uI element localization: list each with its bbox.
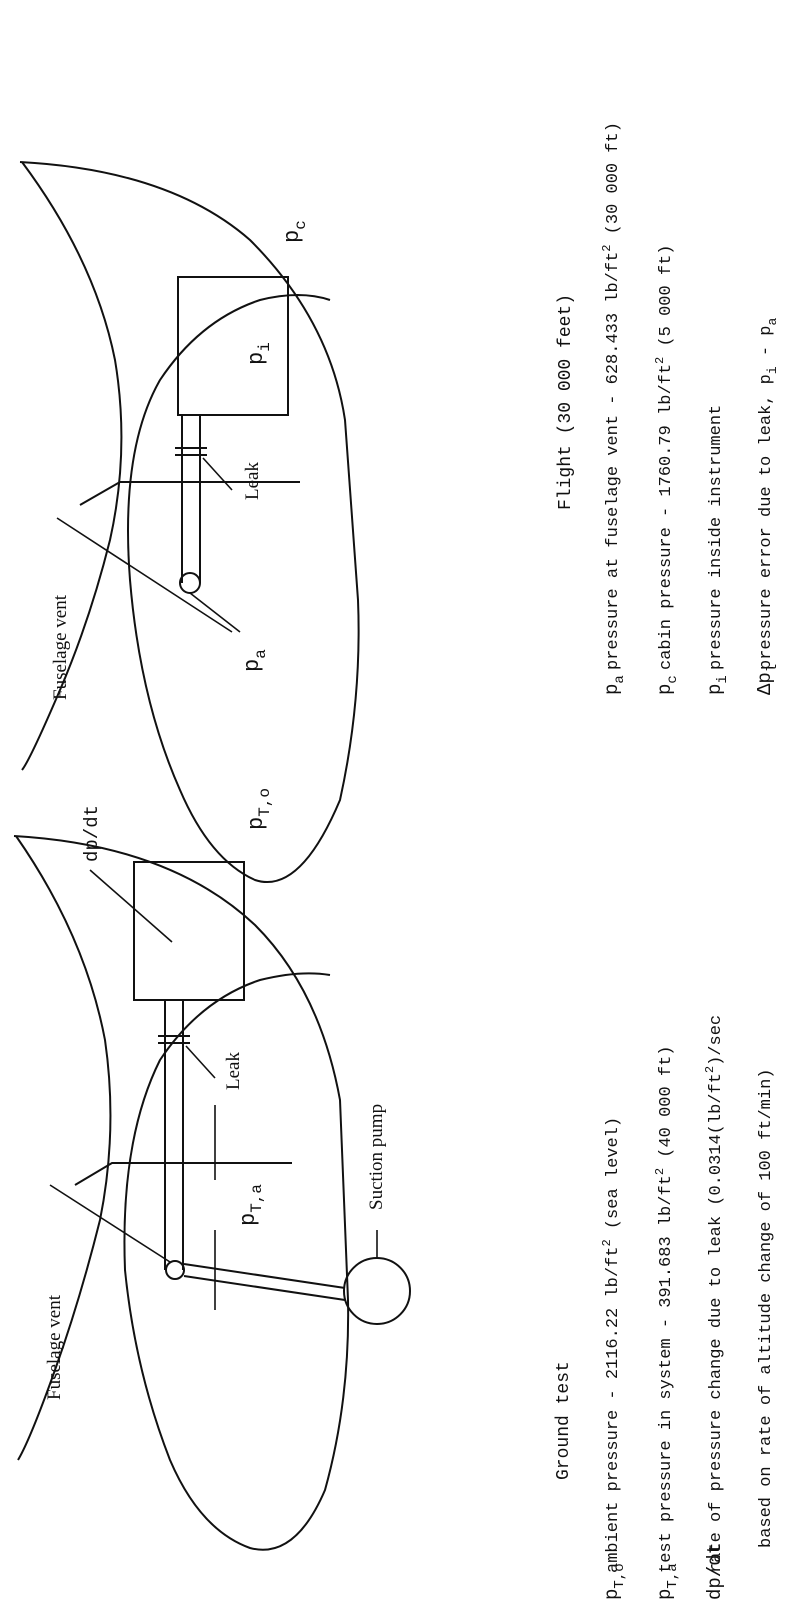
ground-legend-description: based on rate of altitude change of 100 … <box>757 1069 776 1548</box>
flight-leak-leader <box>202 457 233 491</box>
ground-vent-label: Fuselage vent <box>44 1294 65 1400</box>
pto-label: pT,o <box>244 788 274 830</box>
ground-vent-circle <box>165 1260 185 1280</box>
flight-legend: pa pressure at fuselage vent - 628.433 lb… <box>600 122 781 695</box>
flight-pi-label: pi <box>244 342 274 365</box>
ground-bulkhead <box>74 1162 292 1186</box>
flight-legend-description: pressure at fuselage vent - 628.433 lb/f… <box>600 122 623 670</box>
suction-pump-label: Suction pump <box>366 1104 387 1210</box>
flight-fuselage-outline <box>19 161 360 883</box>
ground-pump-line-2 <box>183 1275 346 1301</box>
ground-leak-leader <box>185 1045 216 1079</box>
flight-diagram: Fuselage vent Leak pc pi pa <box>19 161 360 883</box>
ground-pump-line-1 <box>183 1263 346 1289</box>
ground-legend-description: rate of pressure change due to leak (0.0… <box>703 1015 726 1573</box>
ground-diagram: Fuselage vent Leak Suction pump dp/dt pT… <box>13 788 411 1551</box>
flight-legend-symbol: pi <box>704 675 731 695</box>
flight-legend-symbol: pc <box>654 675 681 695</box>
flight-leak-label: Leak <box>242 462 263 500</box>
flight-legend-description: pressure inside instrument <box>707 405 726 670</box>
ground-vent-leader <box>49 1184 171 1263</box>
flight-pc-label: pc <box>280 220 310 243</box>
flight-legend-description: cabin pressure - 1760.79 lb/ft2 (5 000 f… <box>653 245 676 670</box>
flight-legend-symbol: pa <box>601 675 628 695</box>
dpdt-label: dp/dt <box>81 805 103 862</box>
dpdt-leader <box>89 869 173 943</box>
ground-legend-description: test pressure in system - 391.683 lb/ft2… <box>653 1046 676 1574</box>
flight-vent-label: Fuselage vent <box>50 594 71 700</box>
ground-fuselage-outer <box>15 835 112 1461</box>
flight-fuselage-outer <box>21 161 123 771</box>
ground-legend-symbol: dp/dt <box>704 1543 726 1600</box>
ground-fuselage-outline <box>13 835 350 1551</box>
pta-label: pT,a <box>236 1184 266 1226</box>
flight-heading: Flight (30 000 feet) <box>556 294 576 510</box>
ground-instrument-box <box>133 861 245 1001</box>
flight-pa-leader <box>189 592 241 633</box>
ground-heading: Ground test <box>554 1361 574 1480</box>
ground-legend-description: ambient pressure - 2116.22 lb/ft2 (sea l… <box>600 1117 623 1573</box>
ground-leak-label: Leak <box>223 1052 244 1090</box>
ground-legend-symbol: pT,a <box>654 1563 681 1600</box>
flight-bulkhead <box>79 481 300 506</box>
flight-pa-label: pa <box>240 649 270 672</box>
flight-legend-symbol: Δpl <box>754 664 781 695</box>
flight-vent-leader <box>56 517 233 633</box>
flight-instrument-box <box>177 276 289 416</box>
flight-legend-description: pressure error due to leak, pi - pa <box>757 318 780 670</box>
ground-legend-symbol: pT,o <box>601 1563 628 1600</box>
suction-pump-circle <box>343 1257 411 1325</box>
